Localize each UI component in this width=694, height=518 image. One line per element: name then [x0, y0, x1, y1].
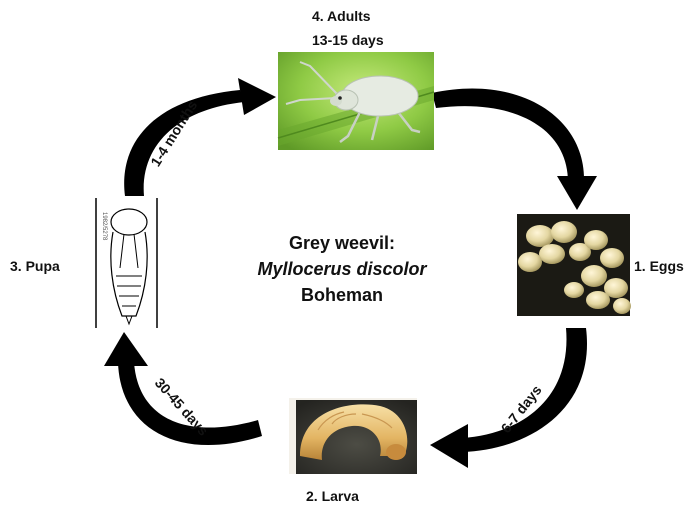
- title-genus: Myllocerus: [257, 259, 351, 279]
- adults-stage-label: 4. Adults: [312, 8, 371, 24]
- pupa-side-text: 1982/5278: [101, 212, 107, 241]
- title-species: discolor: [357, 259, 427, 279]
- arrow-larva-to-pupa: [104, 332, 262, 445]
- species-title: Grey weevil: Myllocerus discolor Boheman: [222, 230, 462, 308]
- pupa-stage-label: 3. Pupa: [10, 258, 60, 274]
- adult-weevil-photo: [278, 52, 434, 150]
- title-author: Boheman: [301, 285, 383, 305]
- larva-photo: [289, 398, 417, 474]
- eggs-stage-label: 1. Eggs: [634, 258, 684, 274]
- adults-duration-label: 13-15 days: [312, 32, 384, 48]
- larva-stage-label: 2. Larva: [306, 488, 359, 504]
- eggs-photo: [517, 214, 631, 316]
- arrow-adults-to-eggs: [432, 89, 597, 210]
- title-line-2: Myllocerus discolor Boheman: [222, 256, 462, 308]
- arrow-pupa-to-adults: [124, 78, 276, 196]
- arrow-eggs-to-larva: [430, 328, 587, 468]
- title-line-1: Grey weevil:: [222, 230, 462, 256]
